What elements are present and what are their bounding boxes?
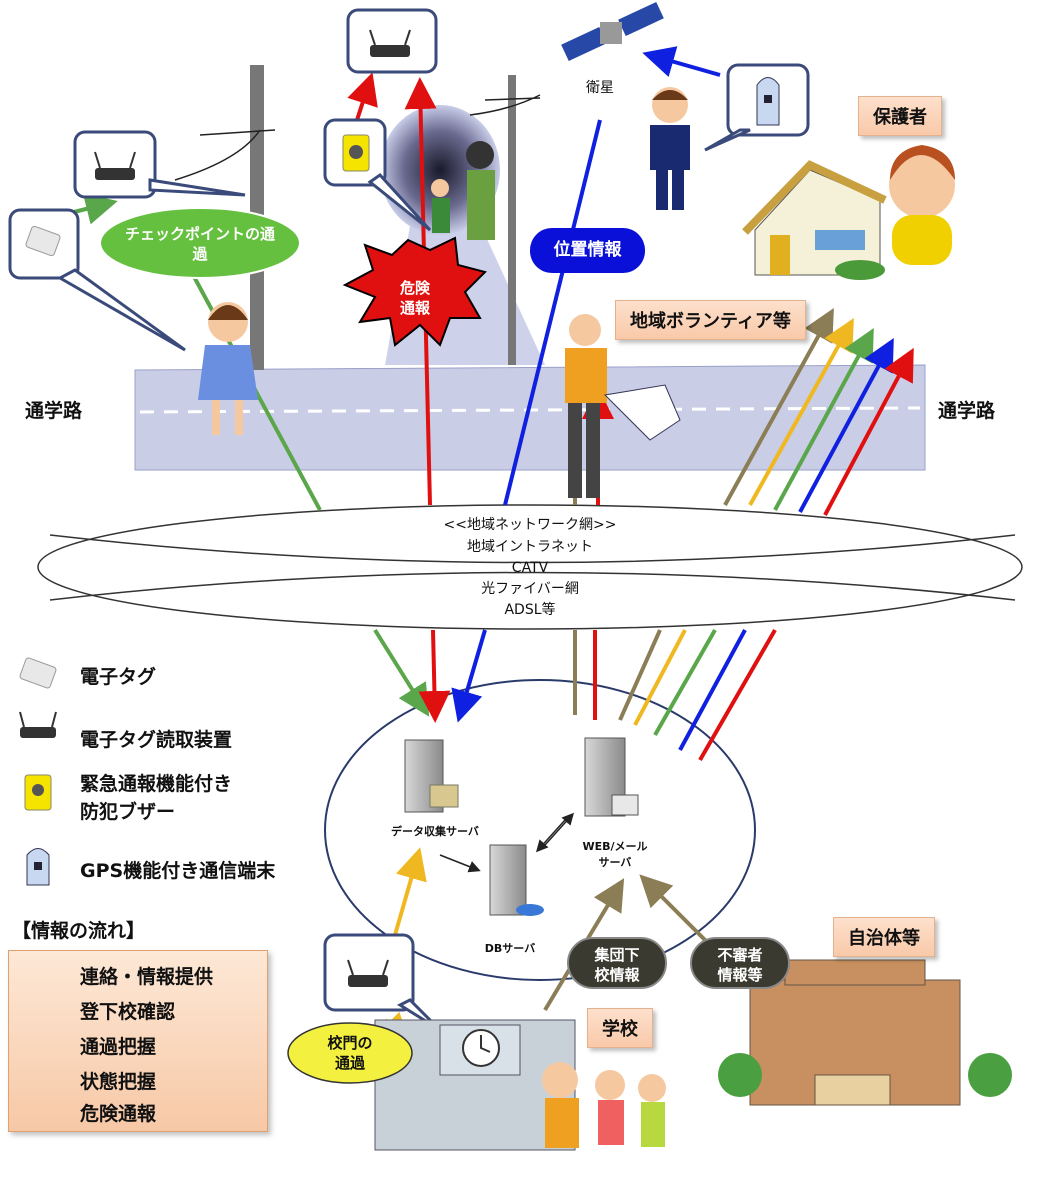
- power-line: [174, 94, 541, 181]
- flow-item-danger: 危険通報: [80, 1103, 157, 1125]
- group-dismissal-bubble: 集団下 校情報: [567, 937, 667, 989]
- flow-item-contact: 連絡・情報提供: [80, 966, 214, 988]
- data-collection-server-label: データ収集サーバ: [391, 825, 479, 838]
- db-server-label: DBサーバ: [484, 942, 536, 955]
- network-line-0: <<地域ネットワーク網>>: [443, 517, 617, 533]
- web-mail-server-label: WEB/メール サーバ: [582, 840, 648, 869]
- boy-with-terminal: [650, 87, 690, 210]
- volunteer-figure: [565, 314, 681, 498]
- checkpoint-bubble: チェックポイントの通過: [124, 225, 275, 263]
- network-line-3: 光ファイバー網: [481, 581, 579, 597]
- legend-icons: [19, 657, 57, 886]
- flow-legend-box: [8, 950, 268, 1132]
- municipal-building: [718, 959, 1012, 1106]
- checkpoint-pill-bg: [99, 207, 301, 279]
- location-bubble: 位置情報: [553, 240, 622, 260]
- flow-item-status: 状態把握: [80, 1071, 157, 1093]
- utility-pole-center: [508, 75, 516, 365]
- volunteer-label: 地域ボランティア等: [615, 300, 806, 340]
- legend-item-rfid-tag: 電子タグ: [80, 666, 157, 688]
- flow-item-pass: 通過把握: [80, 1036, 157, 1058]
- guardian-person: [889, 145, 955, 265]
- legend-item-gps-terminal: GPS機能付き通信端末: [80, 860, 276, 882]
- suspicious-person-bubble: 不審者 情報等: [690, 937, 790, 989]
- route-label-left: 通学路: [25, 400, 83, 422]
- dark-zone-figures: [431, 141, 495, 240]
- network-ellipse: [37, 504, 1023, 630]
- school-label: 学校: [587, 1008, 653, 1048]
- network-line-4: ADSL等: [504, 602, 556, 618]
- flow-legend-title: 【情報の流れ】: [12, 920, 146, 942]
- satellite-icon: [561, 1, 664, 62]
- road: [134, 364, 926, 471]
- network-line-2: CATV: [511, 560, 549, 576]
- danger-starburst: [342, 236, 487, 347]
- route-label-right: 通学路: [938, 400, 996, 422]
- girl-figure: [198, 302, 258, 435]
- network-line-1: 地域イントラネット: [467, 539, 593, 555]
- tag-reader-icon: [94, 29, 411, 987]
- guardian-label: 保護者: [858, 96, 942, 136]
- house-icon: [742, 160, 887, 280]
- legend-item-tag-reader: 電子タグ読取装置: [80, 729, 233, 751]
- buzzer-icon: [342, 134, 370, 172]
- satellite-label: 衛星: [586, 80, 614, 96]
- municipality-label: 自治体等: [833, 917, 935, 957]
- data-collection-server-icon: [404, 739, 459, 813]
- school-gate-pill-bg: [287, 1022, 413, 1084]
- danger-bubble: 危険 通報: [399, 279, 430, 317]
- legend-item-buzzer: 緊急通報機能付き 防犯ブザー: [80, 773, 233, 823]
- school-gate-bubble: 校門の 通過: [327, 1034, 373, 1072]
- gps-terminal-icon: [756, 77, 780, 126]
- web-mail-server-icon: [584, 737, 639, 817]
- students-figures: [542, 1062, 666, 1148]
- location-pill-bg: [530, 228, 645, 273]
- db-server-icon: [489, 844, 544, 916]
- flow-item-confirm: 登下校確認: [80, 1001, 176, 1023]
